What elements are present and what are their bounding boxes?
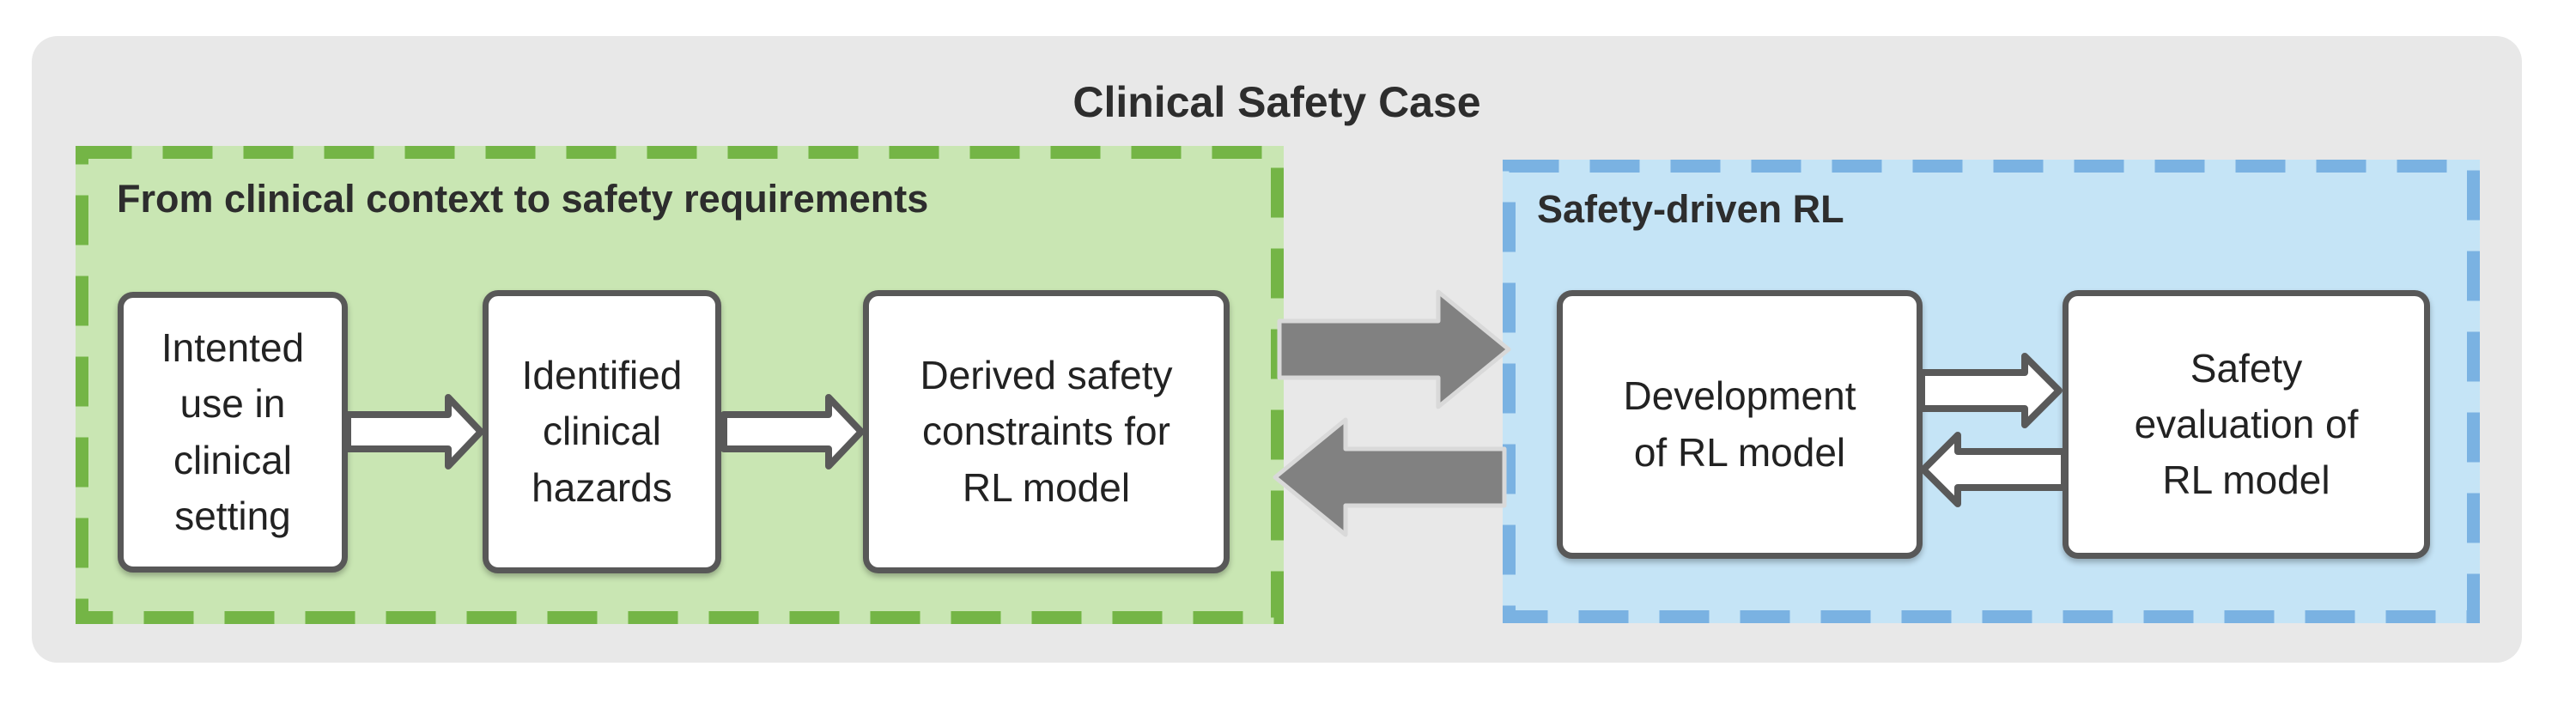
- flow-box-intended-use: Intented use in clinical setting: [118, 292, 348, 573]
- clinical-context-panel-title: From clinical context to safety requirem…: [117, 177, 929, 221]
- safety-driven-rl-panel-title: Safety-driven RL: [1537, 187, 1844, 231]
- flow-box-identified-hazards: Identified clinical hazards: [483, 290, 721, 573]
- flow-box-derived-constraints: Derived safety constraints for RL model: [863, 290, 1230, 573]
- page-title: Clinical Safety Case: [1072, 78, 1481, 126]
- flow-box-safety-evaluation: Safety evaluation of RL model: [2063, 290, 2430, 559]
- clinical-context-panel-dashed-border: [76, 146, 1284, 624]
- flow-box-rl-development: Development of RL model: [1557, 290, 1923, 559]
